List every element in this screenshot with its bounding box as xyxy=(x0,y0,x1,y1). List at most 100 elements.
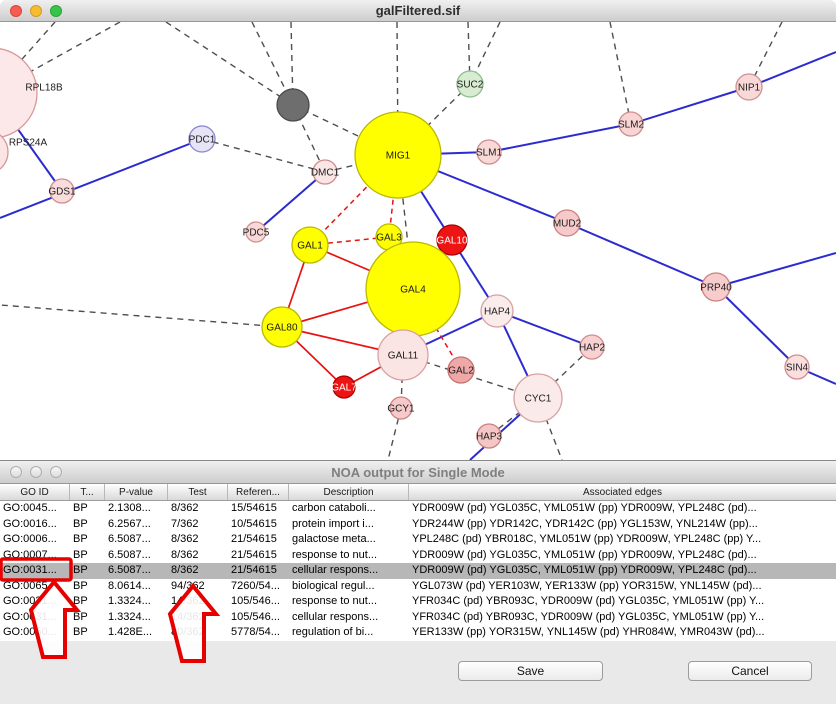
cell-associated-edges: YFR034C (pd) YBR093C, YDR009W (pd) YGL03… xyxy=(412,610,765,623)
graph-edge-dash[interactable] xyxy=(0,304,283,328)
graph-edge-blue[interactable] xyxy=(496,310,593,348)
node-hap4[interactable] xyxy=(480,294,514,328)
node-suc2[interactable] xyxy=(456,70,484,98)
node-gal10[interactable] xyxy=(436,224,468,256)
graph-edge-blue[interactable] xyxy=(488,123,632,153)
zoom-button[interactable] xyxy=(50,4,62,17)
node-gal1[interactable] xyxy=(291,226,329,264)
node-slm2[interactable] xyxy=(618,111,644,137)
network-canvas[interactable]: RPL18BRPS24AGDS1PDC1DMC1MIG1SUC2SLM1SLM2… xyxy=(0,22,836,460)
graph-edge-blue[interactable] xyxy=(630,86,750,125)
node-dmc1[interactable] xyxy=(312,159,338,185)
graph-edge-dash[interactable] xyxy=(292,104,399,156)
node-rpl18b[interactable] xyxy=(0,48,38,138)
cell-reference: 105/546... xyxy=(231,595,280,607)
col-header-p-value[interactable]: P-value xyxy=(105,484,168,500)
node-gal80[interactable] xyxy=(261,306,303,348)
cell-type: BP xyxy=(73,610,88,623)
cell-test: 8/362 xyxy=(171,502,199,514)
cell-test: 80/362 xyxy=(171,626,205,638)
cell-p-value: 1.3324... xyxy=(108,610,151,623)
node-mud2[interactable] xyxy=(553,209,581,237)
cell-p-value: 6.5087... xyxy=(108,564,151,576)
col-header-reference[interactable]: Referen... xyxy=(228,484,289,500)
zoom-button-inactive[interactable] xyxy=(50,466,62,478)
close-button-inactive[interactable] xyxy=(10,466,22,478)
node-nip1[interactable] xyxy=(735,73,763,101)
node-slm1[interactable] xyxy=(476,139,502,165)
cell-type: BP xyxy=(73,548,88,561)
save-button[interactable]: Save xyxy=(458,661,603,681)
graph-edge-dash[interactable] xyxy=(165,22,294,106)
node-gal2[interactable] xyxy=(447,356,475,384)
cell-p-value: 6.2567... xyxy=(108,517,151,530)
cell-test: 8/362 xyxy=(171,533,199,545)
cell-associated-edges: YPL248C (pd) YBR018C, YML051W (pp) YDR00… xyxy=(412,533,762,545)
cell-type: BP xyxy=(73,579,88,592)
node-label-rps24a: RPS24A xyxy=(9,138,48,149)
cell-description: response to nut... xyxy=(292,595,377,607)
node-label-gal80: GAL80 xyxy=(266,323,298,334)
node-rps24a[interactable] xyxy=(0,130,9,174)
col-header-go-id[interactable]: GO ID xyxy=(0,484,70,500)
node-gray1[interactable] xyxy=(276,88,310,122)
node-mig1[interactable] xyxy=(354,111,442,199)
graph-edge-blue[interactable] xyxy=(715,286,798,368)
node-label-dmc1: DMC1 xyxy=(311,168,340,179)
cell-associated-edges: YDR009W (pd) YGL035C, YML051W (pp) YDR00… xyxy=(412,564,757,576)
cell-p-value: 6.5087... xyxy=(108,548,151,561)
col-header-associated-edges[interactable]: Associated edges xyxy=(583,486,662,498)
cell-go-id: GO:0065... xyxy=(3,579,57,592)
noa-window-title: NOA output for Single Mode xyxy=(331,464,505,480)
col-header-description[interactable]: Description xyxy=(289,484,409,500)
node-label-pdc5: PDC5 xyxy=(243,228,270,239)
col-header-test[interactable]: Test xyxy=(168,484,228,500)
cell-go-id: GO:0031... xyxy=(3,610,57,623)
node-pdc1[interactable] xyxy=(188,125,216,153)
cell-p-value: 2.1308... xyxy=(108,502,151,514)
minimize-button-inactive[interactable] xyxy=(30,466,42,478)
minimize-button[interactable] xyxy=(30,4,42,17)
cell-reference: 15/54615 xyxy=(231,502,277,514)
node-gal11[interactable] xyxy=(377,329,429,381)
node-label-gal7: GAL7 xyxy=(331,383,357,394)
graph-edge-dash[interactable] xyxy=(397,83,471,156)
node-gal7[interactable] xyxy=(332,375,356,399)
node-sin4[interactable] xyxy=(784,354,810,380)
graph-edge-dash[interactable] xyxy=(387,407,402,460)
cancel-button[interactable]: Cancel xyxy=(688,661,812,681)
graph-edge-dash[interactable] xyxy=(201,138,326,173)
node-gds1[interactable] xyxy=(49,178,75,204)
node-cyc1[interactable] xyxy=(513,373,563,423)
graph-titlebar[interactable]: galFiltered.sif xyxy=(0,0,836,22)
graph-edge-dash[interactable] xyxy=(609,22,632,125)
node-hap2[interactable] xyxy=(579,334,605,360)
graph-edge-blue[interactable] xyxy=(566,222,717,288)
node-label-slm1: SLM1 xyxy=(476,148,503,159)
graph-edge-blue[interactable] xyxy=(255,171,326,233)
graph-edge-blue[interactable] xyxy=(0,138,203,219)
close-button[interactable] xyxy=(10,4,22,17)
col-header-type[interactable]: T... xyxy=(70,484,105,500)
graph-edge-blue[interactable] xyxy=(748,51,836,88)
node-label-rpl18b: RPL18B xyxy=(25,83,63,94)
graph-edge-blue[interactable] xyxy=(715,252,836,288)
noa-titlebar[interactable]: NOA output for Single Mode xyxy=(0,461,836,484)
node-hap3[interactable] xyxy=(476,423,502,449)
cell-test: 8/362 xyxy=(171,548,199,561)
node-prp40[interactable] xyxy=(701,272,731,302)
noa-window-controls xyxy=(10,466,62,478)
node-gcy1[interactable] xyxy=(389,396,413,420)
cell-go-id: GO:0050... xyxy=(3,626,57,638)
node-label-pdc1: PDC1 xyxy=(189,135,216,146)
node-pdc5[interactable] xyxy=(245,221,267,243)
